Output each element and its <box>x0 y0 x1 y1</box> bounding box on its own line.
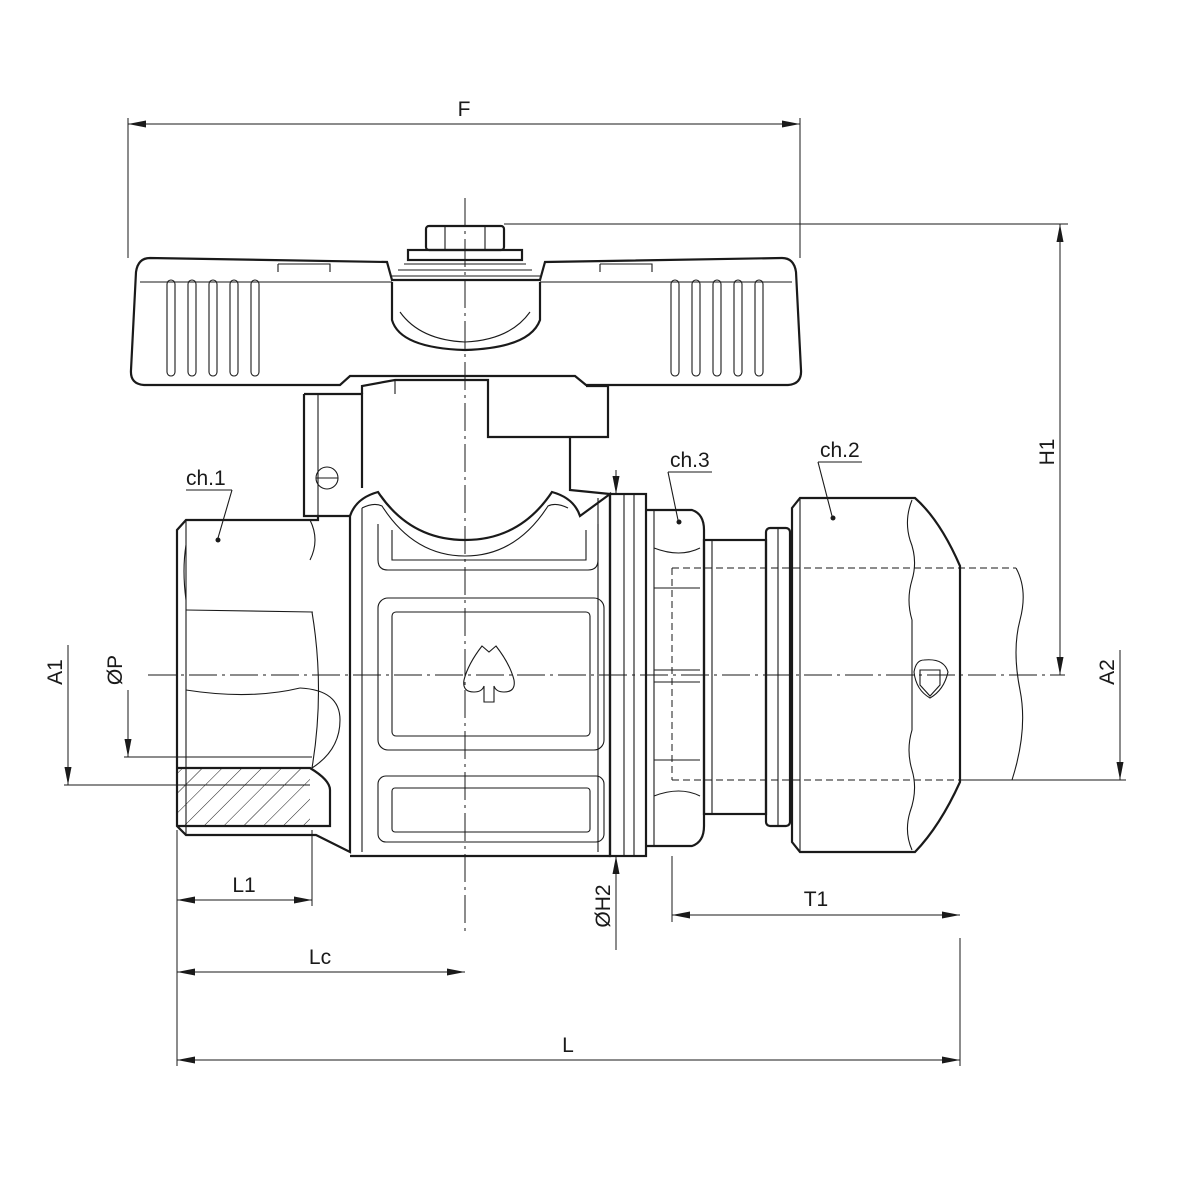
callout-ch2: ch.2 <box>817 439 862 521</box>
pipe-hidden-outline <box>671 567 1024 781</box>
dimension-L-label: L <box>562 1034 574 1057</box>
dimension-Lc: Lc <box>177 946 465 976</box>
compression-nut <box>790 496 962 854</box>
left-female-end <box>175 514 352 854</box>
dimension-P: ØP <box>104 655 312 758</box>
dimension-F-label: F <box>458 98 471 121</box>
dimension-H1: H1 <box>504 223 1068 675</box>
valve-body <box>348 490 612 858</box>
callout-ch1-label: ch.1 <box>186 467 226 490</box>
callout-ch2-label: ch.2 <box>820 439 860 462</box>
right-collar <box>608 492 792 858</box>
dimension-P-label: ØP <box>104 655 127 685</box>
dimension-A1: A1 <box>44 645 310 786</box>
dimension-T1-label: T1 <box>804 888 829 911</box>
stem-bonnet <box>302 378 611 518</box>
stem-nut <box>390 224 540 277</box>
dimension-A1-label: A1 <box>44 659 67 685</box>
callout-ch1: ch.1 <box>186 467 233 543</box>
dimension-L: L <box>177 938 961 1066</box>
dimension-L1-label: L1 <box>232 874 255 897</box>
dimension-H1-label: H1 <box>1036 439 1059 466</box>
dimension-A2: A2 <box>960 650 1126 781</box>
handle-grip-ribs-right <box>670 279 764 377</box>
dimension-A2-label: A2 <box>1096 659 1119 685</box>
dimension-H2-label: ØH2 <box>592 884 615 927</box>
handle-grip-ribs-left <box>166 279 260 377</box>
dimension-L1: L1 <box>176 830 313 1066</box>
callout-ch3: ch.3 <box>667 449 712 525</box>
dimension-Lc-label: Lc <box>309 946 331 969</box>
dimension-T1: T1 <box>671 856 960 922</box>
callout-ch3-label: ch.3 <box>670 449 710 472</box>
dimension-F: F <box>127 98 801 258</box>
butterfly-handle <box>129 256 803 387</box>
dimension-H2: ØH2 <box>592 470 620 950</box>
